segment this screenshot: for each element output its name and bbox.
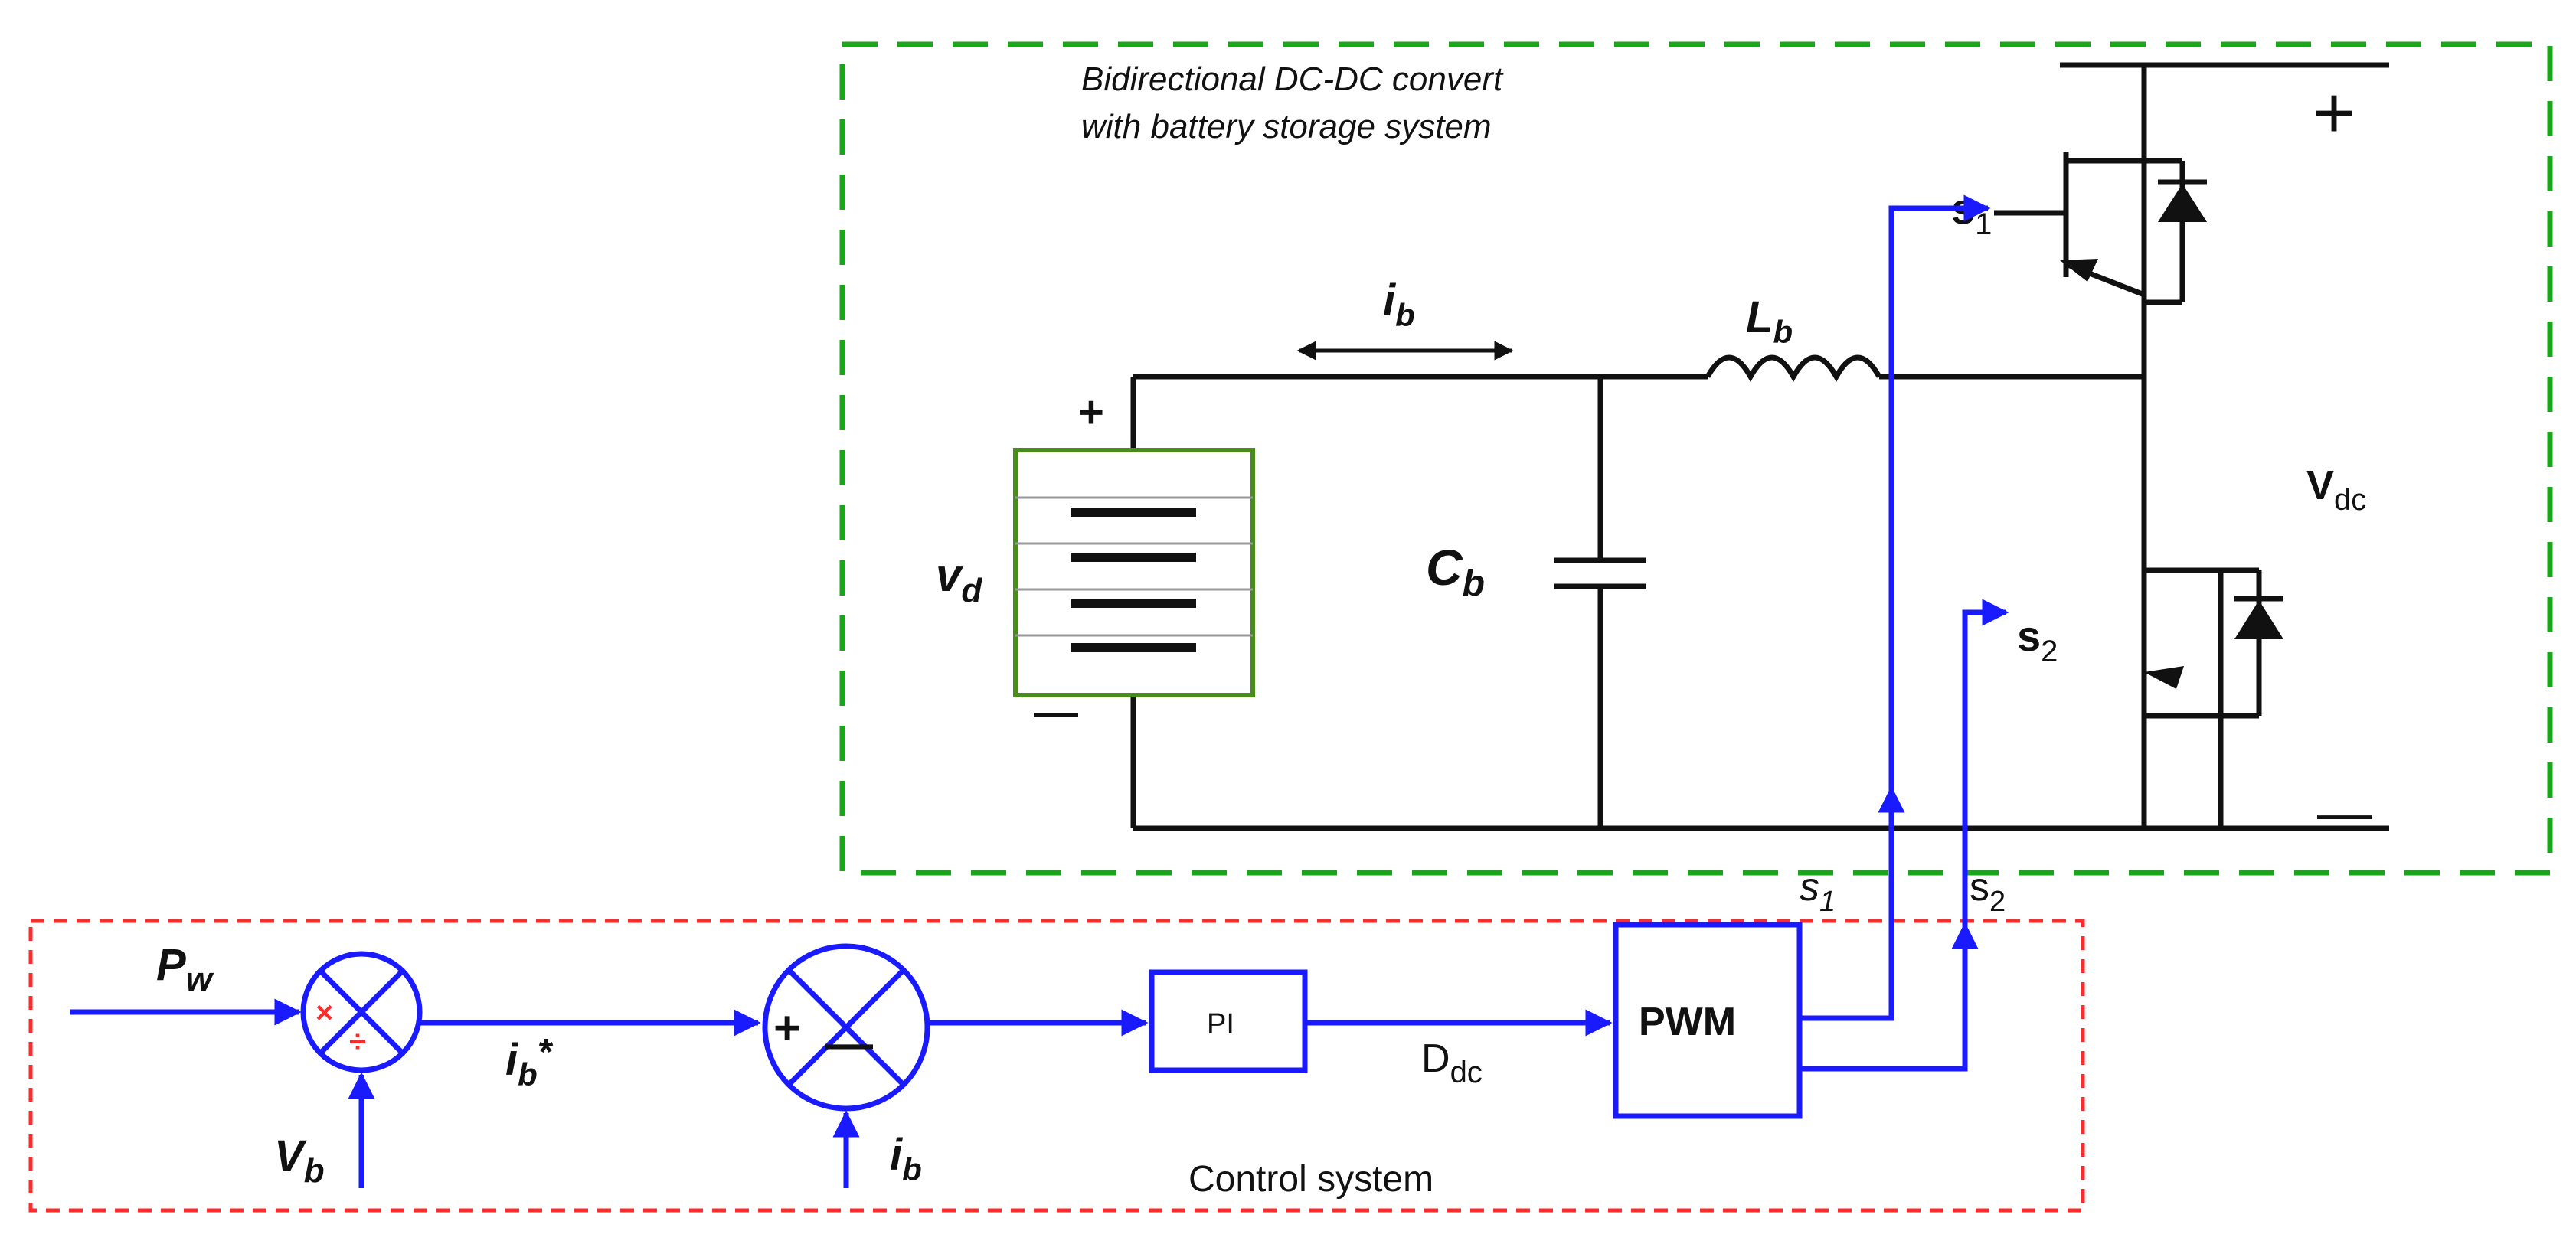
vb-input-label: Vb bbox=[274, 1131, 325, 1190]
pwm-s1-label: s1 bbox=[1800, 865, 1836, 918]
multiply-divide-block bbox=[300, 951, 423, 1073]
converter-boundary bbox=[839, 41, 2553, 876]
pwm-block bbox=[1613, 922, 1803, 1119]
dc-bus-plus: + bbox=[2313, 72, 2355, 154]
converter-title-line1: Bidirectional DC-DC convert bbox=[1081, 60, 1504, 98]
dc-bus-minus: — bbox=[2317, 782, 2372, 844]
battery-plus: + bbox=[1078, 387, 1104, 437]
switch-s2-diode bbox=[2234, 600, 2283, 639]
switch-s1-emitter-arrow bbox=[2060, 259, 2098, 282]
control-system-title: Control system bbox=[1188, 1159, 1433, 1200]
pi-controller-block bbox=[1149, 969, 1308, 1073]
ib-feedback-label: ib bbox=[890, 1130, 922, 1187]
converter-title-line2: with battery storage system bbox=[1081, 108, 1492, 145]
battery bbox=[1013, 448, 1255, 697]
ib-current-label: ib bbox=[1383, 276, 1415, 333]
switch-s2-emitter-arrow bbox=[2144, 666, 2184, 689]
switch-s1-label: s1 bbox=[1951, 184, 1992, 241]
summing-junction bbox=[762, 943, 930, 1112]
capacitor-cb bbox=[1554, 557, 1646, 589]
ddc-label: Ddc bbox=[1421, 1037, 1483, 1089]
pwm-label: PWM bbox=[1639, 1000, 1736, 1044]
battery-vd-label: vd bbox=[936, 550, 982, 609]
pi-label: PI bbox=[1207, 1008, 1234, 1040]
ib-ref-label: ib* bbox=[505, 1032, 554, 1092]
pw-input-label: Pw bbox=[156, 940, 214, 998]
switch-s1-diode bbox=[2158, 184, 2207, 222]
switch-s2 bbox=[2141, 567, 2262, 828]
pwm-s2-label: s2 bbox=[1970, 865, 2006, 918]
sum-plus-sign: + bbox=[773, 1002, 801, 1055]
inductor-lb-label: Lb bbox=[1746, 292, 1793, 350]
vdc-label: Vdc bbox=[2306, 462, 2366, 517]
control-system-boundary bbox=[28, 919, 2085, 1213]
circuit-wiring bbox=[1130, 62, 2389, 831]
switch-s2-label: s2 bbox=[2017, 612, 2058, 668]
multiply-sign: × bbox=[315, 996, 333, 1030]
divide-sign: ÷ bbox=[349, 1025, 366, 1059]
capacitor-cb-label: Cb bbox=[1426, 539, 1485, 604]
sum-minus-sign: — bbox=[825, 1017, 873, 1070]
battery-minus: — bbox=[1034, 687, 1078, 737]
